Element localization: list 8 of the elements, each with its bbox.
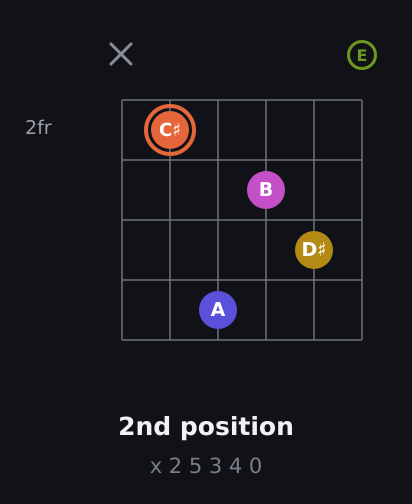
open-string-ring: E — [347, 40, 377, 70]
note-dot: D♯ — [295, 231, 333, 269]
fret-number-label: 2fr — [25, 117, 52, 139]
note-dot: A — [199, 291, 237, 329]
fingering-caption: x 2 5 3 4 0 — [150, 454, 262, 478]
chord-title: 2nd position — [118, 412, 294, 441]
root-note-dot: C♯ — [144, 104, 196, 156]
note-dot: B — [247, 171, 285, 209]
